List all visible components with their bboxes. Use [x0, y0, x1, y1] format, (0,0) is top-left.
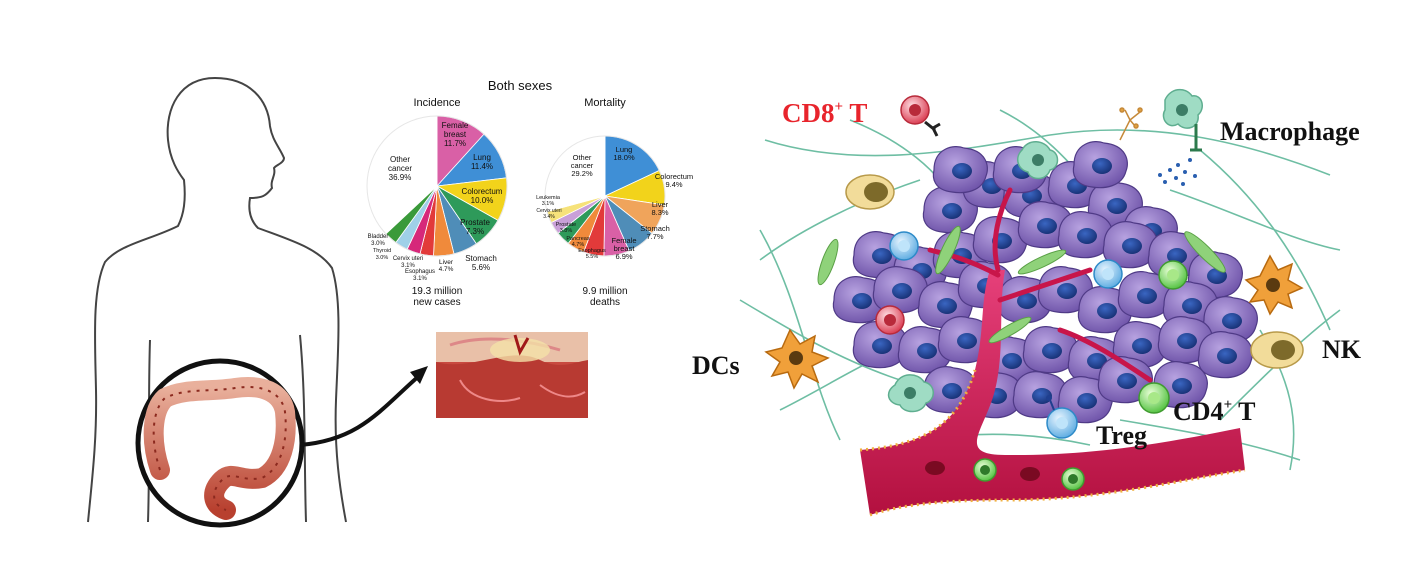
cd8-t-label: CD8+ T — [782, 98, 867, 128]
tumor-cell-nucleus — [1107, 198, 1127, 214]
tumor-cell-nucleus — [1137, 288, 1157, 304]
nk-label: NK — [1322, 335, 1362, 364]
head-outline — [87, 77, 216, 523]
tumor-microenvironment: CD8+ T Macrophage DCs NK Treg CD4+ T — [692, 88, 1362, 517]
blood-vessel — [859, 187, 1246, 517]
tumor-cell-nucleus — [1087, 353, 1107, 369]
nk-cell-icon — [1250, 331, 1304, 369]
tumor-cell-nucleus — [1092, 158, 1112, 174]
branching-cell-icon — [1119, 107, 1143, 141]
cd8-t-cell-icon — [900, 95, 941, 137]
tumor-cell-nucleus — [917, 343, 937, 359]
fibroblasts — [817, 225, 1226, 344]
tumor-cell-nucleus — [1167, 248, 1187, 264]
tumor-cell-nucleus — [942, 203, 962, 219]
tumor-cell-nucleus — [1217, 348, 1237, 364]
cd8-t-cell-inner-icon — [875, 305, 905, 335]
tumor-cell-nucleus — [852, 293, 872, 309]
dendritic-cell-icon — [764, 328, 830, 390]
treg-label: Treg — [1096, 421, 1147, 450]
tumor-cell-nucleus — [1037, 218, 1057, 234]
macrophage-bottom-icon — [887, 374, 934, 413]
dcs-label: DCs — [692, 351, 740, 380]
tumor-cell-nucleus — [942, 383, 962, 399]
mortality-pie-outline — [544, 135, 666, 257]
mortality-title: Mortality — [584, 97, 626, 109]
tumor-cell-nucleus — [1097, 303, 1117, 319]
cytokine-dots — [1158, 158, 1197, 186]
tumor-cell-nucleus — [952, 163, 972, 179]
immune-cells — [764, 88, 1304, 439]
tumor-cell-nucleus — [1117, 373, 1137, 389]
tumor-cell-nucleus — [1177, 333, 1197, 349]
tumor-cell-nucleus — [1002, 353, 1022, 369]
cd4-t-cell-icons — [1138, 260, 1188, 414]
tumor-cell-nucleus — [1132, 338, 1152, 354]
tumor-cell-nucleus — [872, 248, 892, 264]
incidence-pie — [366, 115, 508, 257]
pie-main-title: Both sexes — [488, 78, 553, 93]
tumor-cell-nucleus — [1042, 343, 1062, 359]
arm-line-right — [299, 334, 307, 523]
colon-texture — [152, 386, 287, 511]
tumor-cell-nucleus — [1172, 378, 1192, 394]
tme-labels: CD8+ T Macrophage DCs NK Treg CD4+ T — [692, 98, 1362, 450]
mortality-pie — [544, 135, 666, 257]
face-outline — [214, 77, 347, 523]
macrophage-label: Macrophage — [1220, 117, 1360, 146]
tumor-cell-nucleus — [1077, 393, 1097, 409]
tumor-cell-nucleus — [1222, 313, 1242, 329]
macrophage-inner-icon — [1017, 141, 1059, 180]
nk-like-cell-left-icon — [845, 174, 895, 210]
incidence-pie-outline — [366, 115, 508, 257]
tumor-cell-nucleus — [937, 298, 957, 314]
tumor-cell-nucleus — [1122, 238, 1142, 254]
dendritic-cell-right-icon — [1244, 254, 1304, 316]
macrophage-icon — [1162, 88, 1203, 152]
tumor-cell-nucleus — [1057, 283, 1077, 299]
colon-section-image — [436, 332, 588, 418]
callout-arrowhead — [410, 366, 428, 384]
tumor-cell-nucleus — [872, 338, 892, 354]
tumor-cell-nucleus — [957, 333, 977, 349]
tumor-cell-nucleus — [1077, 228, 1097, 244]
tumor-cell-nucleus — [892, 283, 912, 299]
treg-cell-icons — [889, 231, 1123, 439]
tumor-cell-nucleus — [1017, 293, 1037, 309]
callout-arrow — [299, 373, 422, 447]
cd4-t-label: CD4+ T — [1173, 397, 1256, 426]
tumor-cell-nucleus — [1182, 298, 1202, 314]
colon-illustration — [135, 358, 305, 528]
incidence-title: Incidence — [413, 97, 460, 109]
